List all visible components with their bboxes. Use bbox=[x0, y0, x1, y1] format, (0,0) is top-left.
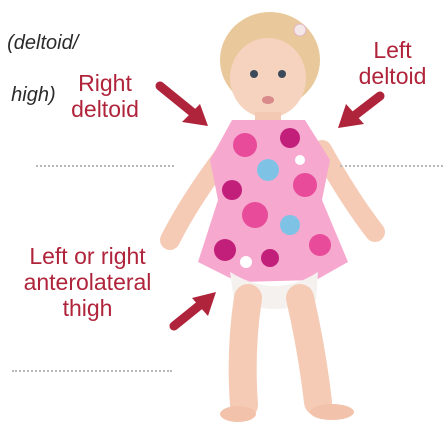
right-deltoid-label: Right deltoid bbox=[40, 70, 170, 122]
right-deltoid-line-1: Right bbox=[40, 70, 170, 96]
thigh-line-1: Left or right bbox=[0, 243, 175, 269]
dotted-divider bbox=[36, 165, 174, 167]
thigh-line-2: anterolateral bbox=[0, 269, 175, 295]
dotted-divider bbox=[12, 370, 172, 372]
thigh-arrow bbox=[174, 292, 216, 326]
left-deltoid-label: Left deltoid bbox=[340, 37, 443, 89]
thigh-label: Left or right anterolateral thigh bbox=[0, 243, 175, 321]
dotted-divider bbox=[340, 165, 443, 167]
left-deltoid-line-1: Left bbox=[340, 37, 443, 63]
left-deltoid-arrow bbox=[338, 96, 380, 128]
thigh-line-3: thigh bbox=[0, 295, 175, 321]
left-deltoid-line-2: deltoid bbox=[340, 63, 443, 89]
right-deltoid-line-2: deltoid bbox=[40, 96, 170, 122]
